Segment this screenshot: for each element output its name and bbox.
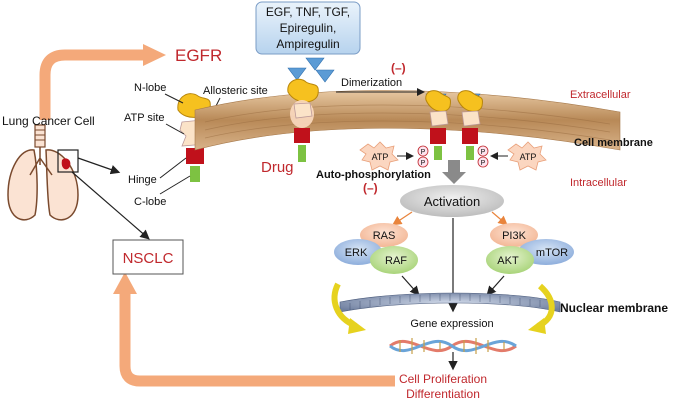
- lung-to-nsclc-arrow: [71, 171, 150, 240]
- drug-bound-receptor: [287, 78, 319, 162]
- lung-illustration: [7, 124, 79, 221]
- akt-label: AKT: [497, 255, 519, 267]
- yellow-arrow-left-head: [348, 318, 366, 334]
- akt-to-nucleus-arrow: [486, 275, 505, 296]
- ras-node: [360, 223, 408, 247]
- lung-to-egfr-line: [77, 157, 121, 175]
- ligand-box: [255, 1, 361, 55]
- ligand-line-1: EGF, TNF, TGF,: [266, 5, 350, 19]
- erk-node: [334, 239, 382, 265]
- activation-to-ras-arrow: [392, 211, 413, 226]
- cell-proliferation-label: Cell Proliferation: [399, 372, 487, 386]
- atp-left-label: ATP: [372, 152, 389, 162]
- nuclear-membrane-label: Nuclear membrane: [560, 301, 668, 315]
- c-lobe-pointer: [159, 175, 191, 195]
- activation-label: Activation: [424, 194, 480, 209]
- ligand-line-3: Ampiregulin: [276, 37, 339, 51]
- akt-node: [486, 246, 534, 274]
- raf-node: [370, 246, 418, 274]
- nsclc-label: NSCLC: [123, 250, 174, 267]
- n-lobe-pointer: [164, 93, 184, 104]
- phosphate-group-left: [417, 145, 429, 168]
- activation-to-pi3k-arrow: [491, 211, 508, 226]
- ligand-triangles: [287, 57, 335, 83]
- atp-site-label: ATP site: [124, 112, 165, 124]
- membrane-texture: [204, 104, 611, 141]
- hinge-pointer: [159, 157, 187, 179]
- pi3k-label: PI3K: [502, 230, 527, 242]
- hinge-label: Hinge: [128, 174, 157, 186]
- auto-phosphorylation-label: Auto-phosphorylation: [316, 169, 431, 181]
- pi3k-node: [490, 223, 538, 247]
- nsclc-box: [112, 239, 184, 275]
- raf-label: RAF: [385, 255, 407, 267]
- extracellular-label: Extracellular: [570, 89, 631, 101]
- lung-cancer-cell-label: Lung Cancer Cell: [2, 114, 95, 128]
- ligand-line-2: Epiregulin,: [280, 21, 337, 35]
- atp-right-label: ATP: [520, 152, 537, 162]
- egfr-label: EGFR: [175, 46, 222, 65]
- phospho-right-1: P: [481, 149, 486, 156]
- yellow-arrow-right-head: [528, 318, 546, 334]
- nuclear-membrane-texture: [349, 294, 551, 310]
- erk-label: ERK: [345, 247, 368, 259]
- phospho-left-2: P: [421, 160, 426, 167]
- allosteric-site-label: Allosteric site: [203, 85, 268, 97]
- nuclear-membrane: [339, 292, 561, 313]
- gene-expression-label: Gene expression: [410, 318, 493, 330]
- atp-site-pointer: [165, 123, 185, 135]
- mtor-label: mTOR: [536, 247, 568, 259]
- c-lobe-label: C-lobe: [134, 196, 166, 208]
- dimer-receptor-left: [425, 90, 451, 160]
- inhibit-top-label: (–): [391, 61, 406, 75]
- phosphate-group-right: [477, 145, 489, 168]
- atp-star-right: [507, 141, 547, 171]
- ras-label: RAS: [373, 230, 396, 242]
- phospho-left-1: P: [421, 149, 426, 156]
- activation-block-arrow: [442, 160, 466, 184]
- cell-membrane-label: Cell membrane: [574, 137, 653, 149]
- inhibit-bottom-label: (–): [363, 181, 378, 195]
- dimerization-label: Dimerization: [341, 77, 402, 89]
- raf-to-nucleus-arrow: [401, 275, 420, 296]
- n-lobe-label: N-lobe: [134, 82, 166, 94]
- dimer-receptor-right: [457, 90, 483, 160]
- intracellular-label: Intracellular: [570, 177, 627, 189]
- differentiation-label: Differentiation: [406, 387, 480, 401]
- dna-helix: [389, 338, 517, 354]
- activation-node: [400, 185, 504, 217]
- atp-star-left: [359, 141, 399, 171]
- orange-flow-arrows: [39, 44, 395, 387]
- drug-label: Drug: [261, 159, 294, 176]
- phospho-right-2: P: [481, 160, 486, 167]
